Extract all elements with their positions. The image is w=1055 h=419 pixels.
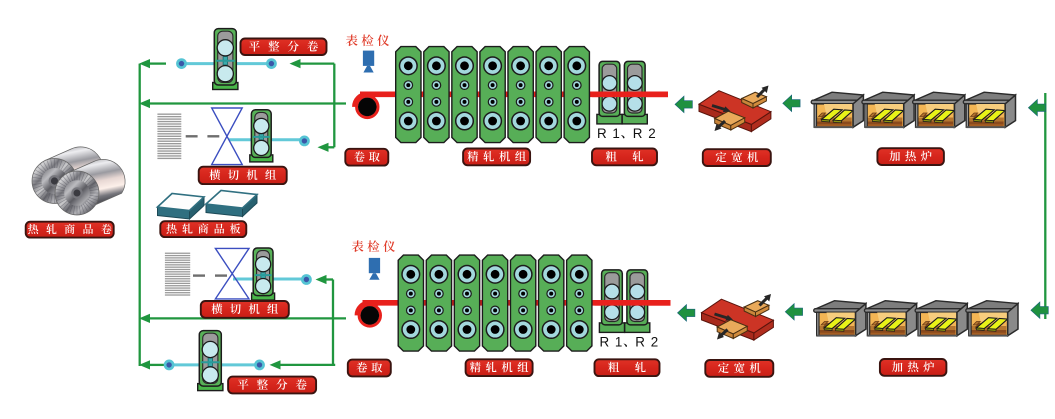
svg-text:R 2: R 2 (633, 126, 657, 141)
svg-text:R 1: R 1 (597, 126, 621, 141)
svg-text:R 1: R 1 (600, 335, 624, 350)
svg-text:R 2: R 2 (635, 335, 659, 350)
